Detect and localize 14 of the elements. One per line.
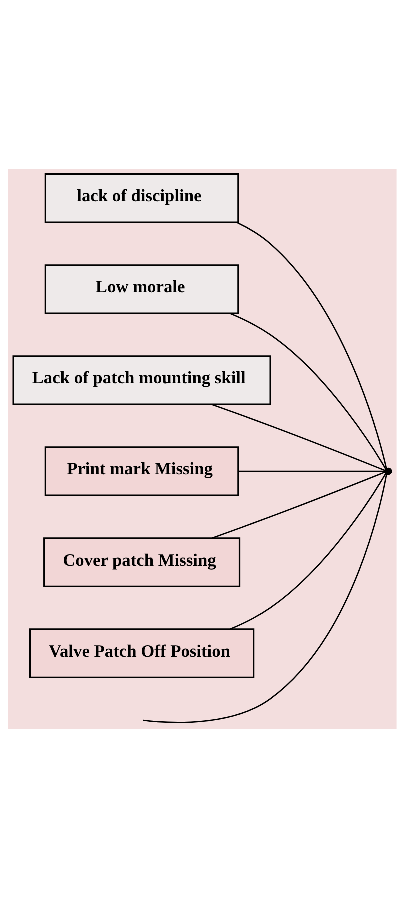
- connector: [212, 404, 386, 471]
- node-box: Lack of patch mounting skill: [12, 355, 272, 405]
- node-box: Low morale: [44, 264, 240, 314]
- node-box: lack of discipline: [44, 173, 240, 223]
- connector: [143, 474, 388, 723]
- connector: [230, 472, 387, 630]
- node-box: Print mark Missing: [44, 446, 240, 496]
- connector: [230, 312, 387, 470]
- node-box: Valve Patch Off Position: [29, 628, 255, 678]
- node-box: Cover patch Missing: [44, 537, 241, 587]
- connector: [237, 222, 388, 468]
- node-point: [384, 467, 392, 475]
- connector: [238, 470, 386, 472]
- connector: [212, 471, 386, 538]
